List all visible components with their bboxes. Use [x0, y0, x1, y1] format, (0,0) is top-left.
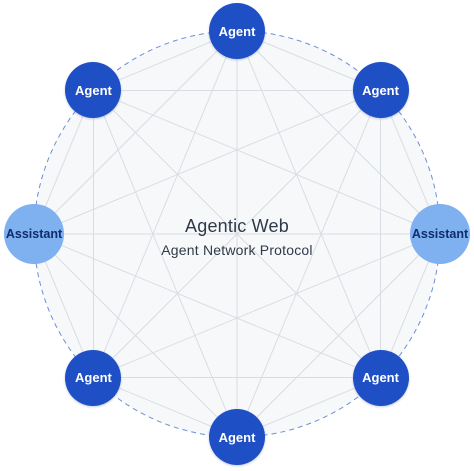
agent-node-top[interactable]: Agent [209, 3, 265, 59]
assistant-node-left[interactable]: Assistant [4, 204, 64, 264]
connection-line [33, 90, 381, 235]
diagram-subtitle: Agent Network Protocol [161, 242, 313, 258]
node-label: Assistant [411, 227, 469, 241]
connection-line [33, 233, 238, 438]
connection-line [236, 90, 381, 438]
connection-line [93, 30, 238, 378]
node-label: Agent [362, 370, 399, 386]
diagram-title: Agentic Web [185, 216, 289, 236]
connection-line [33, 233, 381, 378]
agent-node-lower-left[interactable]: Agent [65, 349, 122, 406]
connection-line [93, 90, 238, 438]
node-label: Agent [75, 370, 112, 386]
connection-line [236, 30, 381, 378]
agent-node-lower-right[interactable]: Agent [352, 349, 409, 406]
agent-node-upper-left[interactable]: Agent [65, 62, 122, 119]
connection-line [93, 90, 441, 235]
node-label: Agent [218, 429, 256, 445]
agent-node-upper-right[interactable]: Agent [352, 62, 409, 119]
node-label: Assistant [5, 227, 63, 241]
agent-node-bottom[interactable]: Agent [209, 409, 265, 465]
node-label: Agent [218, 23, 256, 39]
node-label: Agent [75, 82, 112, 98]
assistant-node-right[interactable]: Assistant [410, 204, 470, 264]
connection-line [93, 90, 381, 378]
node-label: Agent [362, 82, 399, 98]
connection-line [93, 233, 441, 378]
